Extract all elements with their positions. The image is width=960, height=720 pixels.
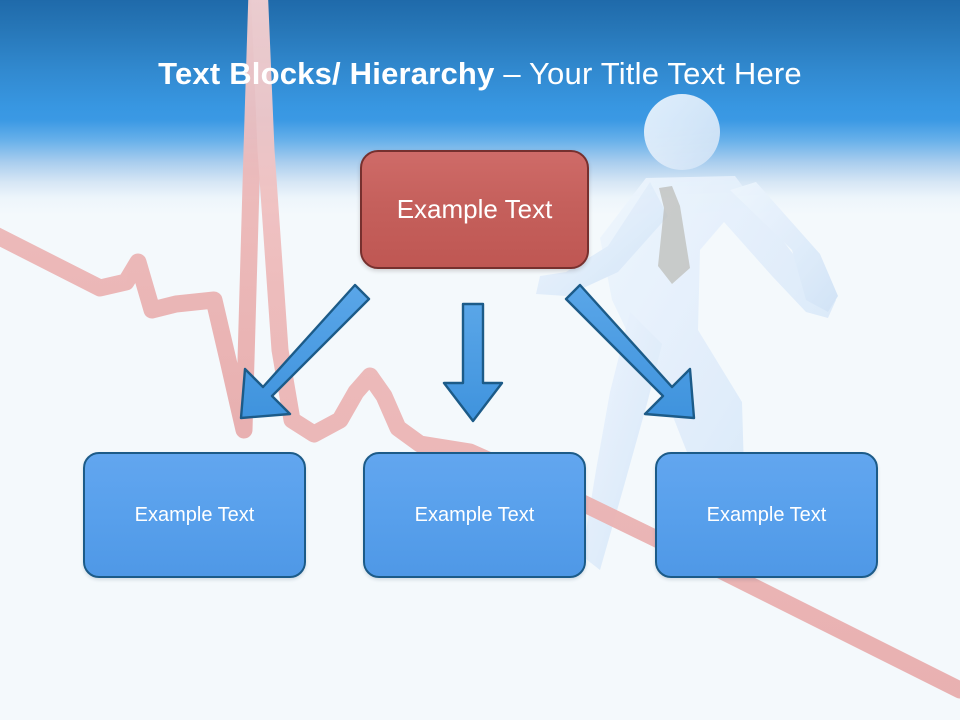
node-leaf-2[interactable]: Example Text (363, 452, 586, 578)
title-separator: – (494, 56, 530, 91)
title-bold-part: Text Blocks/ Hierarchy (158, 56, 495, 91)
node-top-label: Example Text (396, 194, 553, 224)
node-leaf-2-label: Example Text (414, 503, 535, 526)
node-leaf-3[interactable]: Example Text (655, 452, 878, 578)
node-top[interactable]: Example Text (360, 150, 589, 269)
title-light-part: Your Title Text Here (529, 56, 802, 91)
page-title: Text Blocks/ Hierarchy – Your Title Text… (0, 52, 960, 96)
node-leaf-3-label: Example Text (706, 503, 827, 526)
node-leaf-1-label: Example Text (134, 503, 255, 526)
node-leaf-1[interactable]: Example Text (83, 452, 306, 578)
